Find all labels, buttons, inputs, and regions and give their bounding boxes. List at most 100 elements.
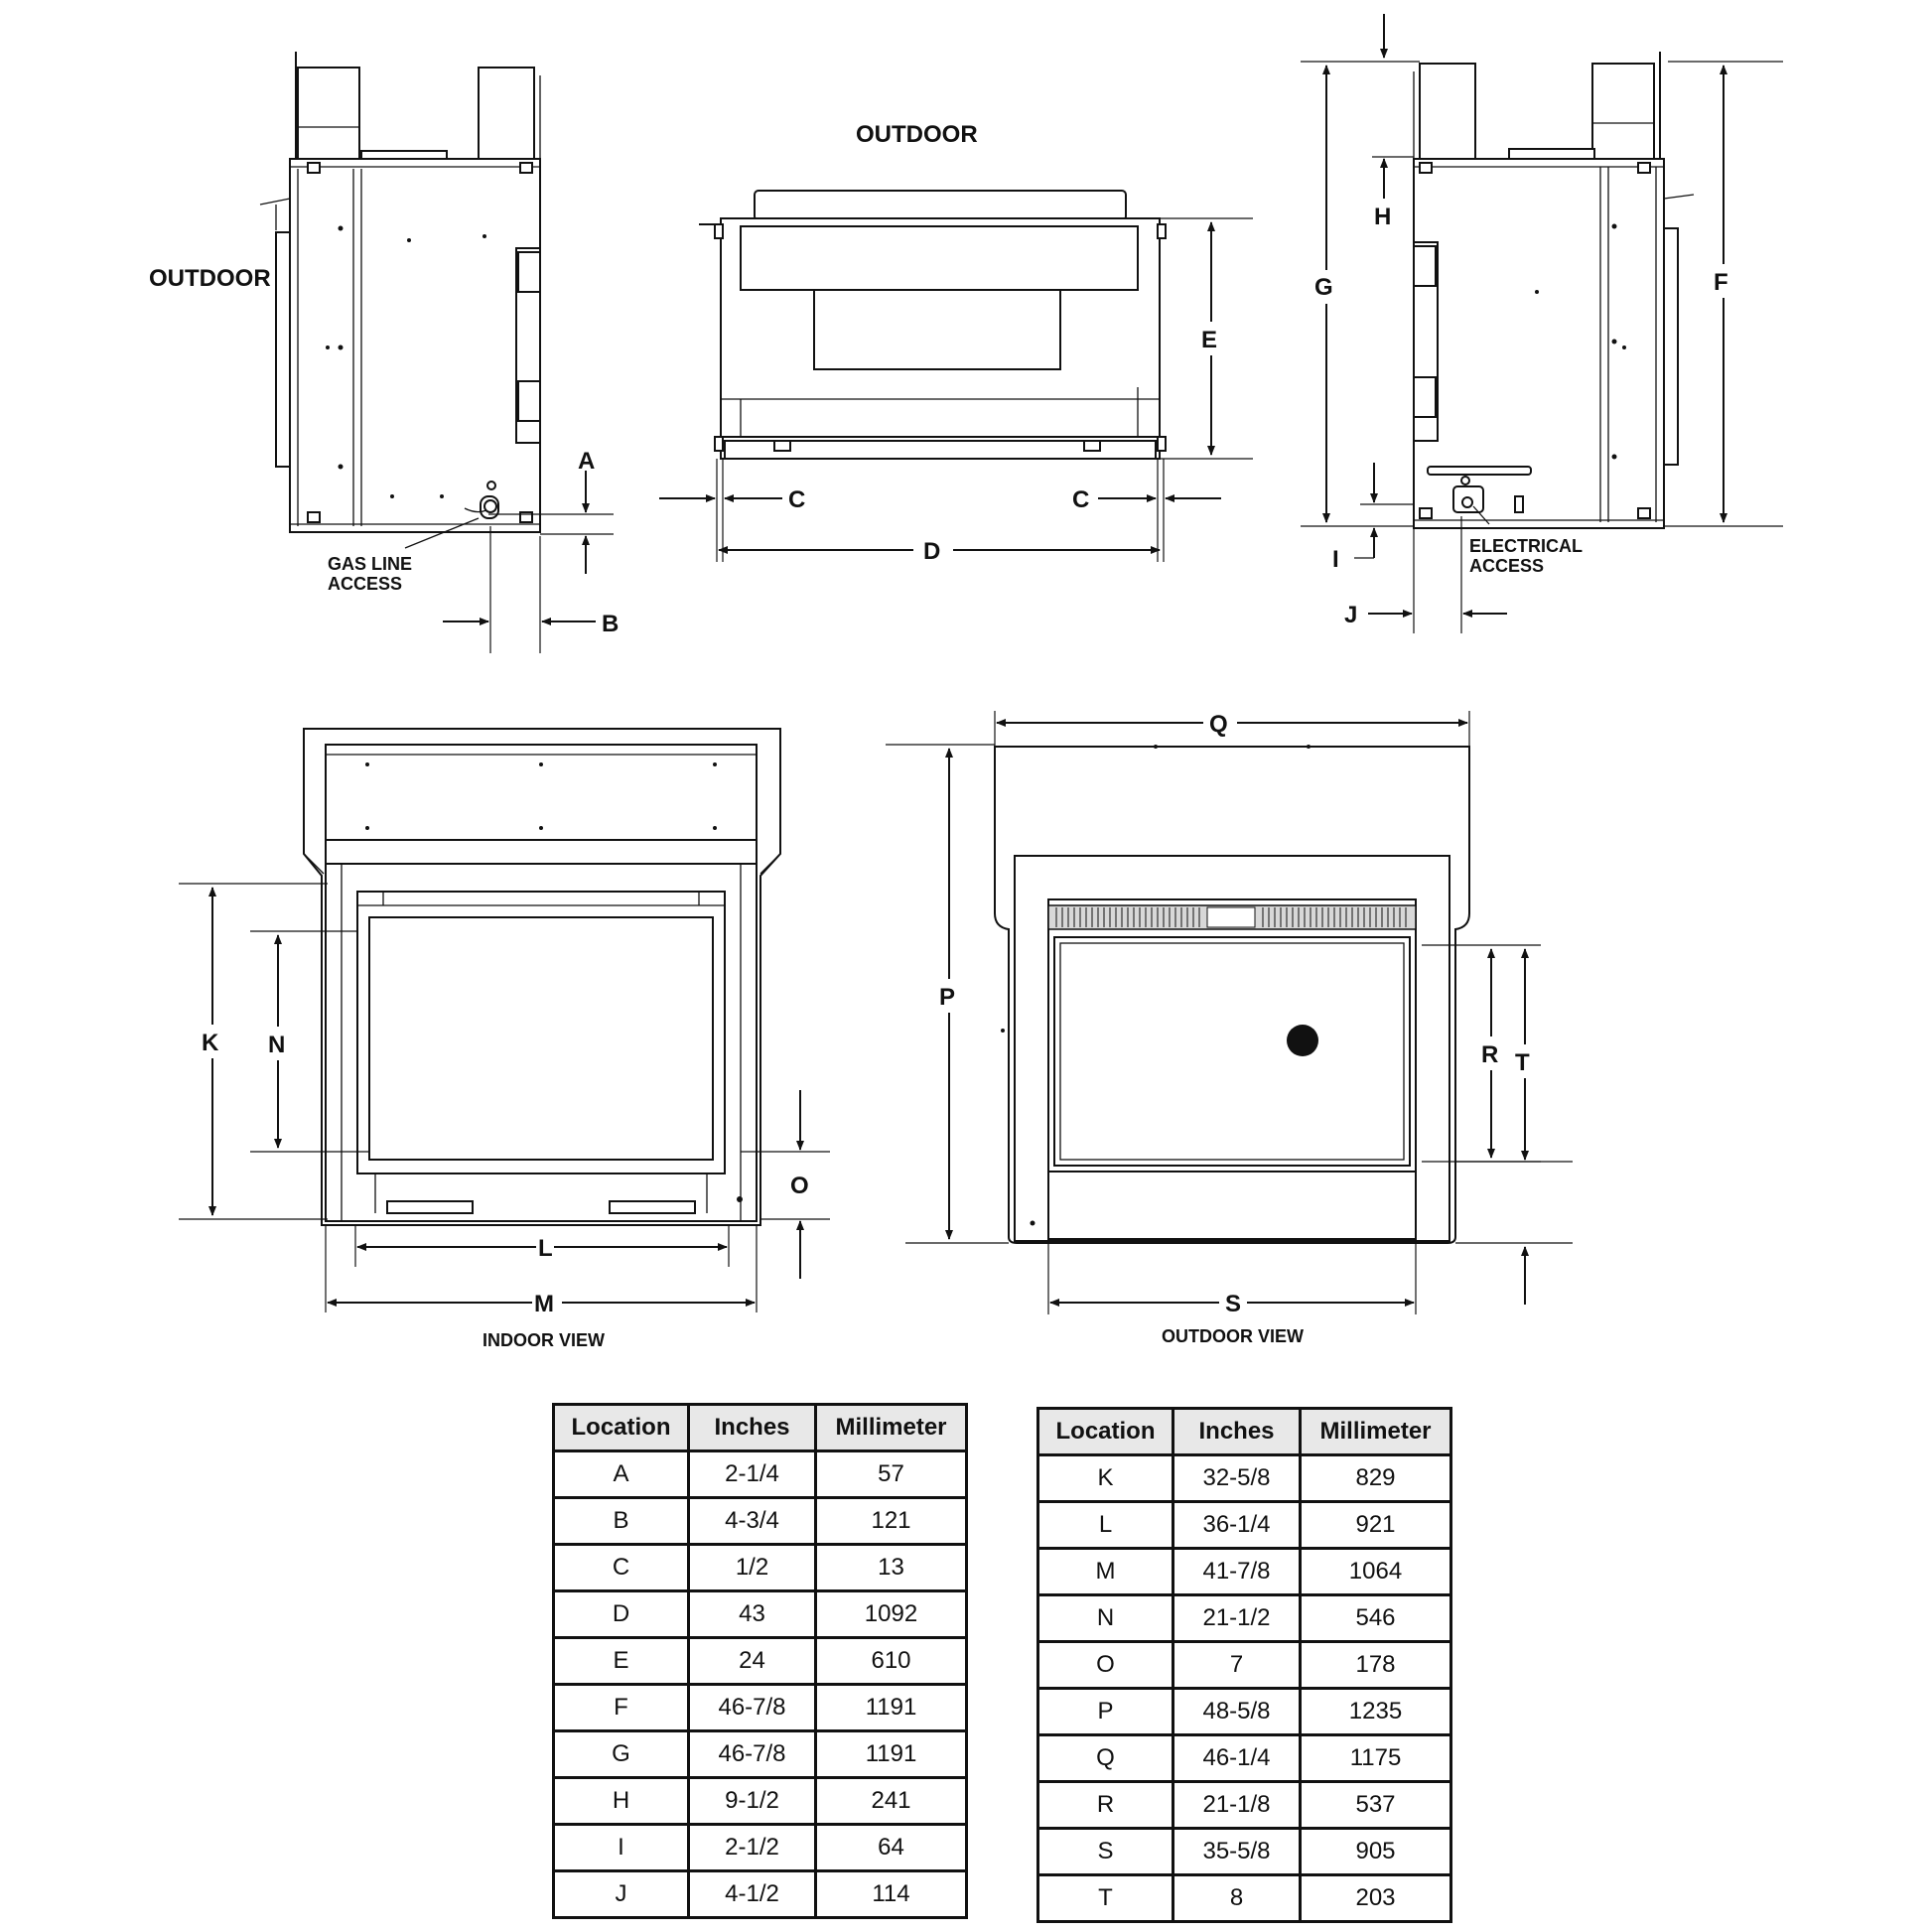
dim-label-s: S bbox=[1225, 1291, 1241, 1317]
cell-inches: 46-7/8 bbox=[687, 1683, 817, 1732]
cell-millimeter: 1191 bbox=[814, 1683, 968, 1732]
dim-label-c-left: C bbox=[788, 486, 805, 513]
header-location: Location bbox=[1036, 1407, 1174, 1456]
dim-label-p: P bbox=[939, 984, 955, 1011]
table-header-row: Location Inches Millimeter bbox=[1036, 1407, 1452, 1456]
cell-location: O bbox=[1036, 1640, 1174, 1690]
cell-inches: 46-1/4 bbox=[1172, 1733, 1302, 1783]
cell-inches: 21-1/8 bbox=[1172, 1780, 1302, 1830]
cell-inches: 48-5/8 bbox=[1172, 1687, 1302, 1736]
cell-location: K bbox=[1036, 1453, 1174, 1503]
cell-location: A bbox=[552, 1449, 690, 1499]
electrical-access-label: ACCESS bbox=[1469, 556, 1544, 576]
cell-location: G bbox=[552, 1729, 690, 1779]
cell-location: H bbox=[552, 1776, 690, 1826]
cell-location: J bbox=[552, 1869, 690, 1919]
outdoor-view: Q P R T S OUTDOOR VIEW bbox=[886, 711, 1573, 1346]
cell-inches: 9-1/2 bbox=[687, 1776, 817, 1826]
header-millimeter: Millimeter bbox=[814, 1403, 968, 1452]
right-side-view: ELECTRICAL ACCESS G H I J F bbox=[1301, 14, 1783, 633]
cell-location: R bbox=[1036, 1780, 1174, 1830]
gas-line-label: GAS LINE bbox=[328, 554, 412, 574]
cell-millimeter: 1191 bbox=[814, 1729, 968, 1779]
header-millimeter: Millimeter bbox=[1299, 1407, 1452, 1456]
dim-label-b: B bbox=[602, 611, 619, 637]
dim-label-d: D bbox=[923, 538, 940, 565]
dim-label-t: T bbox=[1515, 1049, 1530, 1076]
indoor-view: K N O L M INDOOR VIEW bbox=[179, 728, 830, 1350]
cell-location: N bbox=[1036, 1593, 1174, 1643]
dim-label-i: I bbox=[1332, 546, 1339, 573]
dim-label-l: L bbox=[538, 1235, 553, 1262]
cell-millimeter: 610 bbox=[814, 1636, 968, 1686]
dim-label-e: E bbox=[1201, 327, 1217, 353]
dim-label-q: Q bbox=[1209, 711, 1228, 738]
cell-location: C bbox=[552, 1543, 690, 1592]
cell-location: S bbox=[1036, 1827, 1174, 1876]
cell-inches: 4-3/4 bbox=[687, 1496, 817, 1546]
cell-millimeter: 1175 bbox=[1299, 1733, 1452, 1783]
cell-location: M bbox=[1036, 1547, 1174, 1596]
cell-location: D bbox=[552, 1589, 690, 1639]
cell-millimeter: 829 bbox=[1299, 1453, 1452, 1503]
dim-label-o: O bbox=[790, 1173, 809, 1199]
cell-inches: 24 bbox=[687, 1636, 817, 1686]
cell-millimeter: 203 bbox=[1299, 1873, 1452, 1923]
header-inches: Inches bbox=[687, 1403, 817, 1452]
dim-label-m: M bbox=[534, 1291, 554, 1317]
cell-millimeter: 121 bbox=[814, 1496, 968, 1546]
dim-label-r: R bbox=[1481, 1041, 1498, 1068]
cell-millimeter: 64 bbox=[814, 1823, 968, 1872]
cell-millimeter: 13 bbox=[814, 1543, 968, 1592]
cell-inches: 2-1/2 bbox=[687, 1823, 817, 1872]
cell-millimeter: 1235 bbox=[1299, 1687, 1452, 1736]
cell-inches: 7 bbox=[1172, 1640, 1302, 1690]
cell-millimeter: 921 bbox=[1299, 1500, 1452, 1550]
outdoor-view-caption: OUTDOOR VIEW bbox=[1162, 1326, 1304, 1346]
table-header-row: Location Inches Millimeter bbox=[552, 1403, 968, 1452]
cell-inches: 41-7/8 bbox=[1172, 1547, 1302, 1596]
cell-location: T bbox=[1036, 1873, 1174, 1923]
cell-millimeter: 546 bbox=[1299, 1593, 1452, 1643]
cell-millimeter: 905 bbox=[1299, 1827, 1452, 1876]
cell-millimeter: 1064 bbox=[1299, 1547, 1452, 1596]
dim-label-h: H bbox=[1374, 204, 1391, 230]
electrical-label: ELECTRICAL bbox=[1469, 536, 1583, 556]
cell-inches: 35-5/8 bbox=[1172, 1827, 1302, 1876]
cell-location: L bbox=[1036, 1500, 1174, 1550]
cell-millimeter: 178 bbox=[1299, 1640, 1452, 1690]
dim-label-k: K bbox=[202, 1030, 219, 1056]
dim-label-a: A bbox=[578, 448, 595, 475]
header-inches: Inches bbox=[1172, 1407, 1302, 1456]
cell-location: E bbox=[552, 1636, 690, 1686]
cell-inches: 1/2 bbox=[687, 1543, 817, 1592]
cell-inches: 46-7/8 bbox=[687, 1729, 817, 1779]
cell-inches: 36-1/4 bbox=[1172, 1500, 1302, 1550]
cell-inches: 4-1/2 bbox=[687, 1869, 817, 1919]
cell-inches: 8 bbox=[1172, 1873, 1302, 1923]
top-view: OUTDOOR E C C bbox=[659, 121, 1253, 565]
cell-location: F bbox=[552, 1683, 690, 1732]
left-side-view: OUTDOOR GAS LINE bbox=[149, 52, 619, 653]
top-outdoor-caption: OUTDOOR bbox=[856, 121, 978, 148]
indoor-view-caption: INDOOR VIEW bbox=[483, 1330, 605, 1350]
header-location: Location bbox=[552, 1403, 690, 1452]
